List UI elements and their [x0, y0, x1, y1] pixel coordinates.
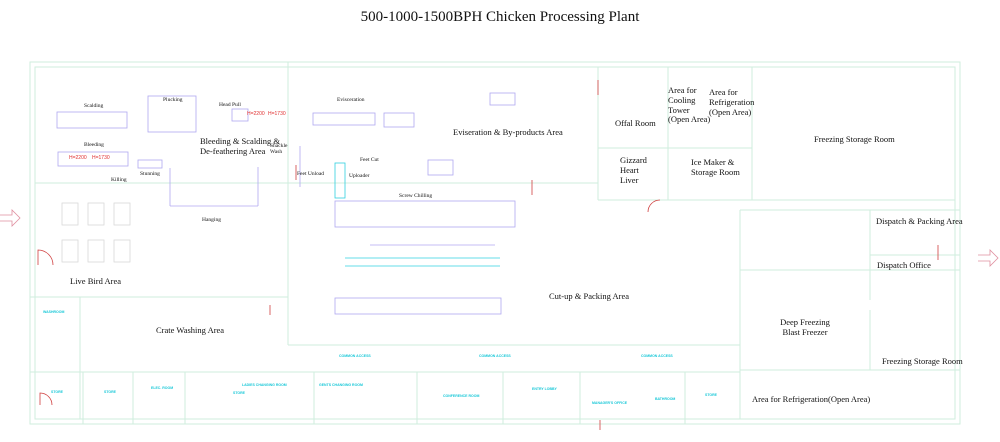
line: Deep Freezing	[780, 317, 830, 327]
room-common-access-3: COMMON ACCESS	[641, 354, 673, 358]
label-dispatch-packing: Dispatch & Packing Area	[876, 216, 963, 226]
label-offal-room: Offal Room	[615, 118, 656, 128]
dimension-h2200: H=2200	[247, 111, 265, 117]
room-gents-changing: GENTS CHANGING ROOM	[319, 383, 363, 387]
doors	[37, 80, 939, 430]
page-title: 500-1000-1500BPH Chicken Processing Plan…	[360, 9, 640, 25]
walls	[29, 61, 961, 425]
equipment-lines	[56, 92, 516, 315]
label-refrigeration-bottom: Area for Refrigeration(Open Area)	[752, 394, 871, 404]
entry-arrows	[0, 209, 999, 267]
label-plucking: Plucking	[163, 97, 183, 103]
label-ice-maker: Ice Maker &Storage Room	[691, 157, 740, 178]
line: Heart	[620, 164, 639, 175]
room-conference: CONFERENCE ROOM	[443, 394, 480, 398]
room-managers-office: MANAGER'S OFFICE	[592, 401, 628, 405]
label-evisceration-area: Eviseration & By-products Area	[453, 127, 563, 137]
label-stunning: Stunning	[140, 171, 160, 177]
line: Area for	[668, 85, 697, 95]
room-store-3: STORE	[233, 391, 245, 395]
line: Cooling	[668, 94, 696, 105]
label-head-pull: Head Pull	[219, 102, 241, 108]
line: Liver	[620, 174, 639, 185]
room-common-access-1: COMMON ACCESS	[339, 354, 371, 358]
line: (Open Area)	[668, 114, 711, 125]
line: Ice Maker &	[691, 157, 735, 167]
dimension-h1730-b: H=1730	[92, 155, 110, 161]
crate-stacks	[61, 202, 131, 263]
label-feet-cut: Feet Cut	[360, 157, 379, 163]
label-bleeding-area-2: De-feathering Area	[200, 146, 266, 156]
room-store-1: STORE	[51, 390, 63, 394]
label-bleeding: Bleeding	[84, 142, 104, 148]
room-bathroom: BATHROOM	[655, 397, 676, 401]
label-feet-unload: Feet Unload	[297, 171, 325, 177]
label-cutup-packing: Cut-up & Packing Area	[549, 291, 630, 301]
label-hanging: Hanging	[202, 217, 221, 223]
label-screw-chilling: Screw Chilling	[399, 193, 433, 199]
conveyor-lines	[334, 162, 500, 267]
line: Gizzard	[620, 155, 647, 165]
line: Refrigeration	[709, 96, 755, 107]
dimension-h1730: H=1730	[268, 111, 286, 117]
room-entry-lobby: ENTRY LOBBY	[532, 387, 557, 391]
label-scalding: Scalding	[84, 103, 104, 109]
label-evisceration: Evisceration	[337, 97, 365, 103]
line: Storage Room	[691, 166, 740, 177]
label-crate-washing: Crate Washing Area	[156, 325, 225, 335]
label-killing: Killing	[111, 177, 127, 183]
label-bleeding-area: Bleeding & Scalding &	[200, 136, 281, 146]
line: (Open Area)	[709, 106, 752, 117]
room-common-access-2: COMMON ACCESS	[479, 354, 511, 358]
room-elec: ELEC. ROOM	[151, 386, 174, 390]
label-uploader: Uploader	[349, 173, 370, 179]
room-ladies-changing: LADIES CHANGING ROOM	[242, 383, 287, 387]
line: Tower	[668, 104, 690, 115]
label-live-bird: Live Bird Area	[70, 276, 121, 286]
room-store-4: STORE	[705, 393, 717, 397]
label-freezing-storage-2: Freezing Storage Room	[882, 356, 963, 366]
room-washroom: WASHROOM	[43, 310, 65, 314]
label-dispatch-office: Dispatch Office	[877, 260, 931, 270]
line: Wash	[270, 149, 283, 156]
room-store-2: STORE	[104, 390, 116, 394]
line: Blast Freezer	[782, 326, 828, 337]
label-freezing-storage-1: Freezing Storage Room	[814, 134, 895, 144]
dimension-h2200-b: H=2200	[69, 155, 87, 161]
line: Area for	[709, 87, 738, 97]
line: Shackle	[270, 143, 288, 149]
